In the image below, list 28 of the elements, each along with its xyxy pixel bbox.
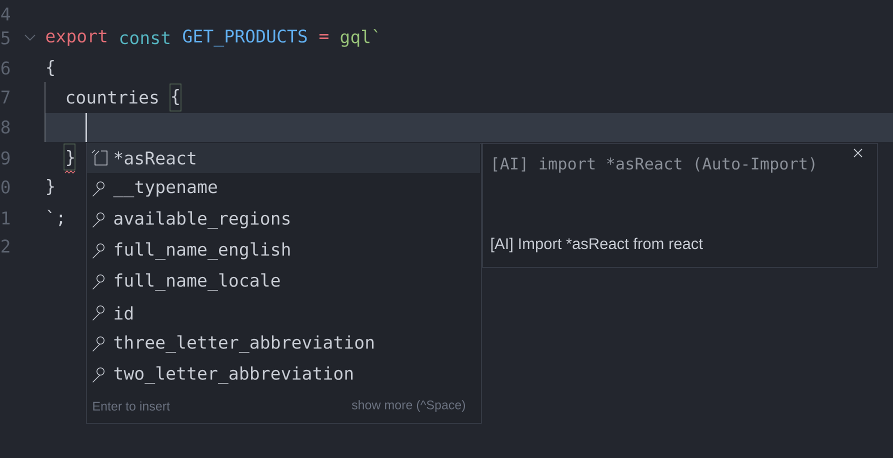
- suggestion-item: full_name_locale: [114, 273, 280, 291]
- line-number: 5: [2, 32, 10, 44]
- code-token: {: [47, 60, 54, 76]
- line-number: 6: [1, 61, 10, 75]
- code-token: gql`: [340, 29, 378, 47]
- line-number: 4: [1, 8, 10, 20]
- line-number: 1: [2, 212, 10, 224]
- line-number: 2: [2, 240, 10, 252]
- line-number: 0: [1, 180, 10, 194]
- line-number: 9: [1, 151, 10, 165]
- suggestion-item: two_letter_abbreviation: [114, 366, 353, 384]
- code-token: export: [46, 30, 106, 46]
- suggestion-item: *asReact: [87, 143, 480, 173]
- suggestion-item: __typename: [113, 180, 217, 198]
- code-token: =: [319, 34, 328, 39]
- line-number: 8: [1, 120, 10, 134]
- suggestion-item: three_letter_abbreviation: [114, 335, 374, 353]
- code-token: countries: [66, 90, 158, 104]
- code-token: }: [47, 178, 54, 196]
- code-token: {: [172, 88, 179, 106]
- suggestion-item: id: [114, 306, 133, 320]
- code-token: GET_PRODUCTS: [183, 30, 307, 47]
- code-token: `;: [48, 210, 62, 226]
- code-token: const: [120, 32, 170, 44]
- line-number: 7: [2, 90, 10, 104]
- suggestion-item: full_name_english: [114, 242, 290, 260]
- suggestion-item: available_regions: [114, 211, 290, 229]
- detail-panel: [AI] import *asReact (Auto-Import) [AI] Import *asReact from react: [482, 143, 878, 268]
